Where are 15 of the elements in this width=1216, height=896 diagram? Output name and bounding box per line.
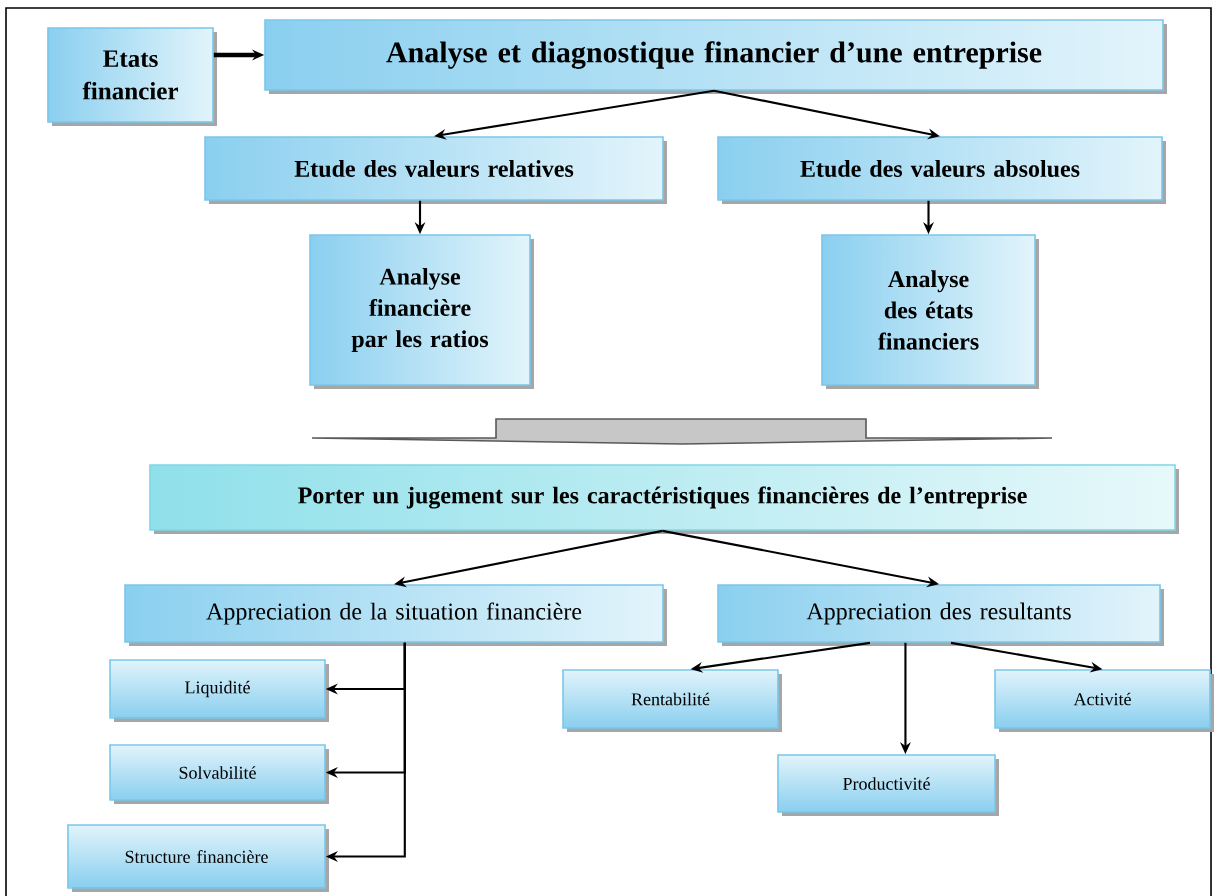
box: Activité: [994, 669, 1214, 732]
box: Porter un jugement sur les caractéristiques financières de l’entreprise: [149, 464, 1179, 534]
box: Analyse et diagnostique financier d’une entreprise: [264, 19, 1167, 94]
box: Analyse des états financiers: [821, 234, 1039, 389]
box: Rentabilité: [562, 669, 782, 732]
box: Etude des valeurs relatives: [204, 136, 667, 204]
box: Productivité: [777, 754, 999, 816]
box: Etats financier: [47, 27, 217, 126]
box: Liquidité: [109, 659, 329, 722]
box: Analyse financière par les ratios: [309, 234, 534, 389]
box: Etude des valeurs absolues: [717, 136, 1166, 204]
box: Appreciation de la situation financière: [124, 584, 667, 646]
box: Appreciation des resultants: [717, 584, 1164, 646]
box: Solvabilité: [109, 744, 329, 804]
box: Structure financière: [67, 824, 329, 892]
